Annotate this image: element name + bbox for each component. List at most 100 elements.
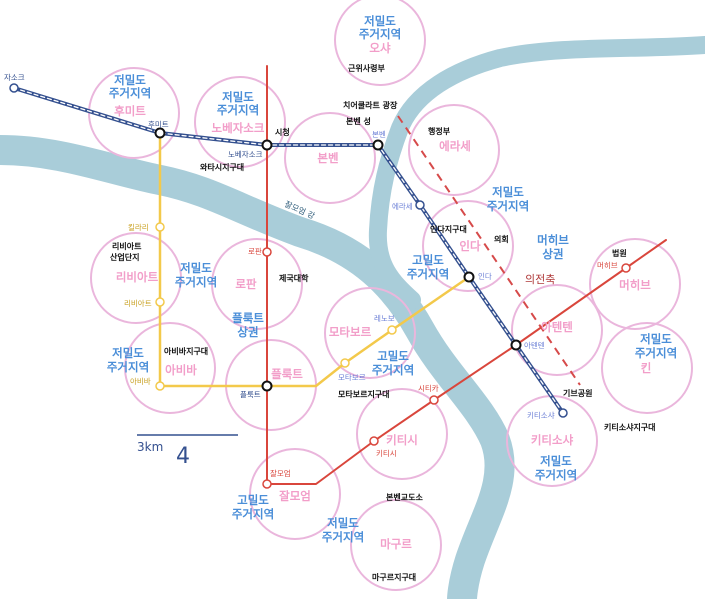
mochabor-highdensity-2: 주거지역	[372, 363, 414, 377]
erase-name: 에라세	[439, 139, 471, 153]
label-inda: 인다	[478, 271, 492, 281]
abiba-district: 아비바지구대	[164, 346, 208, 356]
zone-titles: 저밀도 주거지역 저밀도 주거지역 저밀도 주거지역 저밀도 주거지역 저밀도 …	[107, 14, 677, 544]
kitish-name: 키티시	[386, 433, 418, 447]
zone-circle-kin	[601, 322, 693, 414]
ribiart-district-2: 산업단지	[110, 252, 139, 262]
zone-circle-rophan	[211, 238, 303, 330]
rophan-district: 제국대학	[279, 273, 309, 283]
beobwon-label: 법원	[612, 248, 627, 258]
zone-names: 오샤 후미트 노베자소크 본벤 에라세 인다 리비아트 로판 모타보르 아비바 …	[114, 41, 651, 551]
zone-circle-abiba	[124, 322, 216, 414]
yellow-line	[158, 131, 471, 388]
osha-district: 근위사령부	[348, 63, 385, 73]
zone-circles	[88, 0, 693, 591]
zone-circle-bonben	[284, 112, 376, 204]
mehib-district-1: 머히브	[537, 233, 569, 247]
station-ribiart[interactable]	[155, 297, 165, 307]
bonben-bridge-label: 본벤교도소	[386, 492, 423, 502]
jamoeom-name: 잘모엄	[279, 489, 311, 503]
transit-lines	[12, 65, 667, 485]
label-mehib-st: 머히브	[597, 260, 618, 270]
inda-highdensity-2: 주거지역	[407, 267, 449, 281]
station-rophan[interactable]	[262, 247, 272, 257]
scale-bar: 3km 4	[137, 434, 238, 469]
transfer-stations	[154, 127, 522, 392]
label-erase: 에라세	[392, 202, 413, 211]
sicheong-label: 시청	[275, 127, 290, 137]
kitisha-name: 키티소샤	[531, 433, 574, 447]
inda-title-2: 주거지역	[487, 199, 529, 213]
label-nobeja: 노베자소크	[228, 150, 263, 159]
inda-district: 인다지구대	[430, 224, 467, 234]
station-jasok[interactable]	[9, 83, 19, 93]
station-bonben-transfer[interactable]	[372, 139, 384, 151]
station-inda-transfer[interactable]	[463, 271, 475, 283]
label-abiba-st: 아비바	[130, 376, 151, 386]
mochabor-district: 모타보르지구대	[338, 389, 390, 399]
station-abiba[interactable]	[155, 381, 165, 391]
label-renobo: 레노보	[374, 314, 395, 323]
erase-district: 행정부	[428, 126, 451, 136]
zone-circle-kitish	[356, 388, 448, 480]
magure-title-2: 주거지역	[322, 530, 364, 544]
station-beobwon[interactable]	[621, 263, 631, 273]
station-jamoeom[interactable]	[262, 479, 272, 489]
zone-circle-atent	[511, 284, 603, 376]
station-labels: 자소크 후미트 노베자소크 본벤 에라세 인다 아텐텐 키티소샤 킬라리 리비아…	[4, 73, 618, 478]
council-label: 의회	[494, 234, 509, 244]
kin-title-1: 저밀도	[640, 332, 672, 346]
label-kitisha: 키티소샤	[527, 410, 555, 420]
kin-name: 킨	[641, 361, 652, 375]
osha-title-1: 저밀도	[364, 14, 396, 28]
small-stations	[9, 83, 631, 489]
station-kitish[interactable]	[369, 436, 379, 446]
zone-circle-erase	[408, 104, 500, 196]
zone-circle-mehib	[589, 238, 681, 330]
station-kilari[interactable]	[155, 222, 165, 232]
humit-name: 후미트	[114, 104, 146, 118]
label-phlukt-st: 플룩트	[240, 390, 261, 399]
mochabor-highdensity-1: 고밀도	[377, 349, 409, 363]
station-mochabor[interactable]	[340, 358, 350, 368]
phlukt-district-2: 상권	[237, 325, 258, 339]
station-erase[interactable]	[415, 200, 425, 210]
mehib-district-2: 상권	[542, 247, 563, 261]
station-kitisha[interactable]	[558, 408, 568, 418]
rophan-name: 로판	[235, 277, 257, 291]
inda-highdensity-1: 고밀도	[412, 253, 444, 267]
station-sitika[interactable]	[429, 395, 439, 405]
station-phlukt-transfer[interactable]	[261, 380, 273, 392]
station-atent-transfer[interactable]	[510, 339, 522, 351]
osha-name: 오샤	[369, 41, 391, 55]
label-kilari: 킬라리	[128, 223, 149, 232]
sanctum-axis-label: 의전축	[525, 273, 555, 286]
label-ribiart-st: 리비아트	[124, 298, 152, 308]
label-sitika: 시티카	[418, 384, 439, 393]
label-humit: 후미트	[148, 120, 169, 129]
blue-line-dash	[13, 87, 564, 414]
atent-name: 아텐텐	[541, 320, 573, 334]
kin-title-2: 주거지역	[635, 346, 677, 360]
ribiart-title-1: 저밀도	[180, 261, 212, 275]
ribiart-title-2: 주거지역	[175, 275, 217, 289]
magure-name: 마구르	[380, 537, 412, 551]
abiba-title-1: 저밀도	[112, 346, 144, 360]
station-humit-transfer[interactable]	[154, 127, 166, 139]
bonben-castle-label: 본벤 성	[346, 116, 371, 126]
main-river	[0, 135, 515, 599]
label-jamoeom-st: 잘모엄	[270, 469, 291, 478]
label-atent: 아텐텐	[524, 340, 545, 350]
jamoeom-title-1: 고밀도	[237, 493, 269, 507]
district-labels: 근위사령부 치어쿨라트 광장 본벤 성 행정부 와타시지구대 시청 인다지구대 …	[110, 63, 656, 582]
station-renobo[interactable]	[387, 325, 397, 335]
scale-bar-label: 3km	[137, 440, 163, 454]
station-sicheong-transfer[interactable]	[261, 139, 273, 151]
osha-title-2: 주거지역	[359, 27, 401, 41]
ceremonial-axis-line	[397, 115, 581, 386]
gibul-park-label: 기브공원	[563, 388, 592, 398]
zone-circle-nobeja	[194, 76, 286, 168]
north-tributary	[368, 36, 705, 309]
compass-symbol: 4	[176, 444, 190, 469]
